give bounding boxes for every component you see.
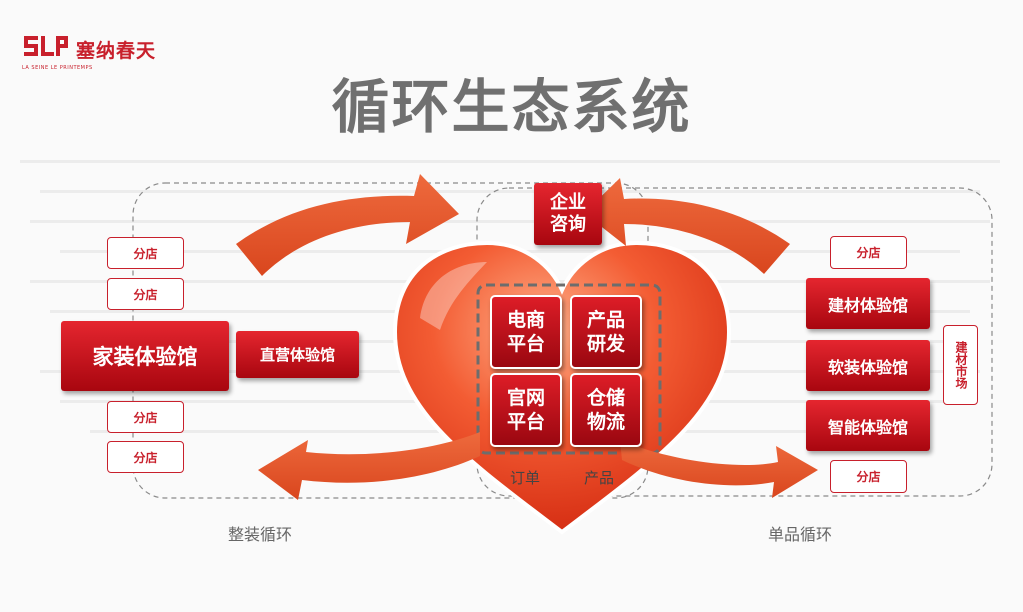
core-cell-ecommerce: 电商 平台 bbox=[490, 295, 562, 369]
brand-name: 塞纳春天 bbox=[76, 39, 157, 62]
core-cell-website: 官网 平台 bbox=[490, 373, 562, 447]
left-branch-1: 分店 bbox=[107, 237, 184, 269]
brand-logo: 塞纳春天 LA SEINE LE PRINTEMPS bbox=[22, 30, 157, 71]
arrow-bottom-right bbox=[620, 440, 818, 498]
home-decor-experience-hall: 家装体验馆 bbox=[61, 321, 229, 391]
building-materials-hall: 建材体验馆 bbox=[806, 278, 930, 329]
arrow-top-right bbox=[584, 178, 790, 274]
core-grid-outline bbox=[476, 283, 662, 455]
building-materials-market: 建材市场 bbox=[943, 325, 978, 405]
brand-subtitle: LA SEINE LE PRINTEMPS bbox=[22, 65, 93, 71]
heart-highlight bbox=[420, 262, 487, 330]
direct-experience-hall: 直营体验馆 bbox=[236, 331, 359, 378]
arrow-bottom-left bbox=[258, 432, 480, 500]
left-loop-outline bbox=[132, 182, 649, 499]
left-branch-2: 分店 bbox=[107, 278, 184, 310]
core-cell-rnd: 产品 研发 bbox=[570, 295, 642, 369]
enterprise-consult-box: 企业 咨询 bbox=[534, 183, 602, 245]
left-loop-caption: 整装循环 bbox=[228, 525, 293, 544]
right-loop-caption: 单品循环 bbox=[768, 525, 833, 544]
core-cell-logistics: 仓储 物流 bbox=[570, 373, 642, 447]
label-product: 产品 bbox=[584, 469, 615, 487]
right-branch-1: 分店 bbox=[830, 236, 907, 269]
left-branch-3: 分店 bbox=[107, 401, 184, 433]
smart-home-hall: 智能体验馆 bbox=[806, 400, 930, 451]
right-loop-outline bbox=[476, 187, 993, 497]
right-branch-2: 分店 bbox=[830, 460, 907, 493]
left-branch-4: 分店 bbox=[107, 441, 184, 473]
soft-furnishing-hall: 软装体验馆 bbox=[806, 340, 930, 391]
slp-logo-icon bbox=[24, 36, 68, 56]
page-title: 循环生态系统 bbox=[331, 73, 692, 141]
arrow-top-left bbox=[236, 174, 459, 276]
label-order: 订单 bbox=[510, 469, 541, 487]
